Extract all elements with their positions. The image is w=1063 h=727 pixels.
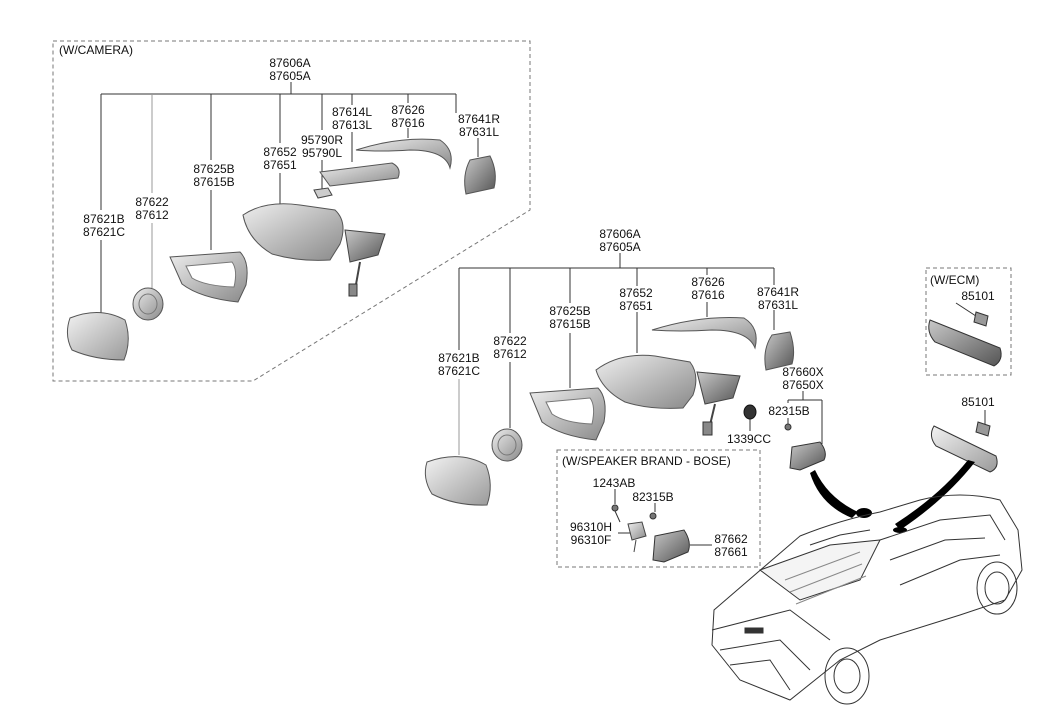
inside-mirror-shape [930,410,998,473]
std-garnish-shape [789,441,826,471]
cam-frame-shape [169,251,248,303]
cam-camera-shape [313,187,333,199]
inside-mirror-location [893,527,907,533]
bose-garnish-shape [652,529,690,563]
vehicle-outline [711,494,1023,705]
label-bose-screw-a: 1243AB [592,476,636,490]
std-housing-shape [595,354,741,436]
bose-leader-lines [614,489,712,546]
cam-actuator-shape [132,287,164,321]
mirror-location-dot [856,508,872,518]
cam-housing-shape [242,203,386,297]
ecm-group-box [925,267,1012,376]
group-title-ecm: (W/ECM) [930,273,980,287]
std-cover-shape [651,317,757,350]
bose-speaker-shape [627,521,647,553]
pointer-arrow-right [895,460,975,530]
label-std-screw: 82315B [768,404,810,418]
std-actuator-shape [491,428,523,462]
std-frame-shape [529,387,606,441]
label-ecm-mirror: 85101 [961,289,995,303]
pointer-arrow-left [810,470,858,518]
std-screw-shape [784,423,792,431]
cam-scalp-shape [464,155,496,195]
std-grommet-shape [743,404,757,420]
std-glass-shape [424,456,491,506]
bose-screw-a-shape [611,504,621,523]
std-scalp-shape [764,331,795,371]
bose-screw-b-shape [649,512,657,520]
ecm-mirror-shape [928,302,1002,367]
cam-lamp-shape [319,162,400,187]
label-std-grommet: 1339CC [726,432,772,446]
camera-leader-lines [100,82,479,313]
label-bose-screw-b: 82315B [632,490,674,504]
cam-glass-shape [66,312,129,361]
label-inside-mirror: 85101 [961,395,995,409]
standard-leader-lines [458,253,823,455]
bose-group-box [556,449,761,568]
cam-cover-shape [355,138,452,170]
camera-group-box [52,40,531,382]
group-title-bose: (W/SPEAKER BRAND - BOSE) [562,454,731,468]
group-title-camera: (W/CAMERA) [59,43,133,57]
